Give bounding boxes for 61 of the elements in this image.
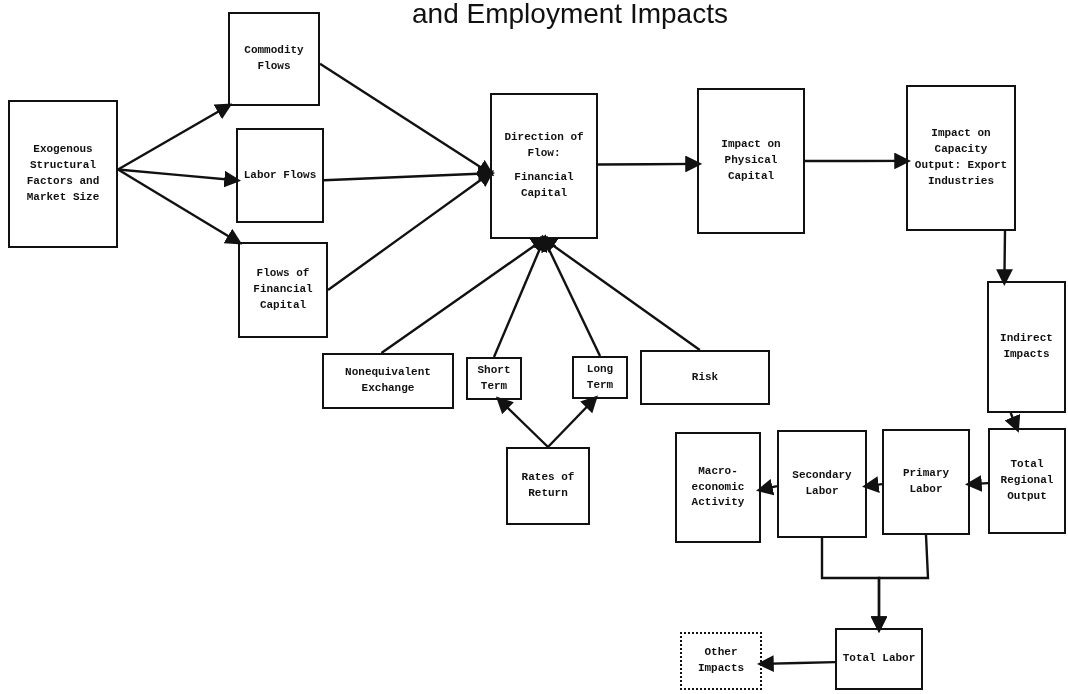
box-label: Macro-economic Activity (690, 463, 746, 511)
arrow (756, 478, 778, 496)
process-box (835, 628, 923, 690)
process-box (987, 281, 1066, 413)
arrow (117, 103, 233, 171)
process-box (697, 88, 805, 234)
arrow (380, 236, 549, 354)
box-label: Rates of Return (520, 470, 576, 501)
arrow (496, 396, 549, 448)
process-box (228, 12, 320, 106)
box-label: Secondary Labor (791, 468, 853, 499)
box-label: Indirect Impacts (999, 331, 1054, 362)
box-label: Financial Capital (513, 170, 575, 201)
process-box (988, 428, 1066, 534)
box-label: Other Impacts (696, 645, 746, 676)
box-label: Total Labor (842, 651, 916, 667)
arrow (598, 155, 703, 173)
title: and Employment Impacts (411, 0, 729, 30)
arrow (323, 165, 496, 183)
arrow (327, 170, 495, 291)
box-label: Impact on Physical Capital (720, 137, 782, 184)
process-box (882, 429, 970, 535)
process-box (236, 128, 324, 223)
arrow (996, 231, 1013, 287)
arrow (539, 236, 701, 351)
arrow (1004, 412, 1021, 433)
arrow (870, 534, 930, 634)
arrow (117, 168, 243, 245)
box-label: Flows of Financial Capital (252, 266, 314, 313)
box-label: Commodity Flows (243, 43, 305, 74)
arrow (862, 476, 883, 493)
process-box (238, 242, 328, 338)
arrow (319, 62, 495, 177)
process-box (322, 353, 454, 409)
arrow (964, 475, 989, 492)
arrow (117, 168, 241, 188)
process-box (680, 632, 762, 690)
arrow (492, 234, 548, 358)
box-label: Direction of Flow: (503, 130, 585, 162)
process-box (506, 447, 590, 525)
box-label: Impact on Capacity Output: Export Industries (913, 126, 1009, 189)
box-label: Exogenous Structural Factors and Market Size (25, 142, 101, 205)
box-label: Total Regional Output (999, 457, 1055, 504)
box-label: Nonequivalent Exchange (344, 365, 432, 396)
process-box (490, 93, 598, 239)
process-box (572, 356, 628, 399)
arrow (547, 395, 598, 448)
arrow (756, 655, 836, 672)
process-box (640, 350, 770, 405)
process-box (777, 430, 867, 538)
box-label: Short Term (476, 362, 512, 394)
process-box (675, 432, 761, 543)
process-box (466, 357, 522, 400)
box-label: Risk (691, 369, 719, 385)
arrow (805, 152, 912, 170)
box-label: Long Term (585, 361, 615, 393)
process-box (8, 100, 118, 248)
box-label: Primary Labor (901, 466, 951, 497)
arrow (541, 234, 602, 357)
box-label: Labor Flows (243, 167, 317, 183)
process-box (906, 85, 1016, 231)
